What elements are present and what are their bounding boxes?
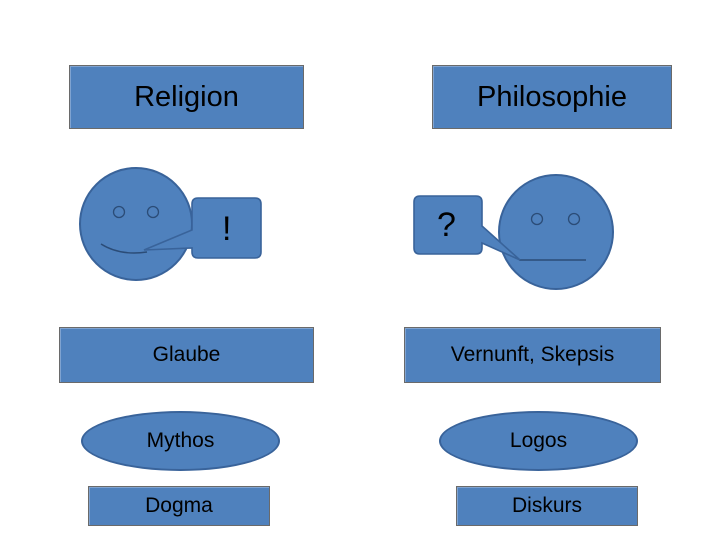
faces-illustration: [0, 0, 720, 300]
dogma-label: Dogma: [145, 494, 213, 518]
smiling-face-icon: [80, 168, 192, 280]
glaube-label: Glaube: [153, 343, 221, 367]
dogma-box: Dogma: [88, 486, 270, 526]
logos-oval: Logos: [439, 411, 638, 471]
diskurs-box: Diskurs: [456, 486, 638, 526]
exclamation-mark: !: [222, 210, 231, 249]
diskurs-label: Diskurs: [512, 494, 582, 518]
glaube-box: Glaube: [59, 327, 314, 383]
mythos-label: Mythos: [147, 429, 215, 453]
question-mark: ?: [437, 206, 456, 245]
vernunft-label: Vernunft, Skepsis: [451, 343, 614, 367]
vernunft-box: Vernunft, Skepsis: [404, 327, 661, 383]
neutral-face-icon: [499, 175, 613, 289]
mythos-oval: Mythos: [81, 411, 280, 471]
logos-label: Logos: [510, 429, 567, 453]
